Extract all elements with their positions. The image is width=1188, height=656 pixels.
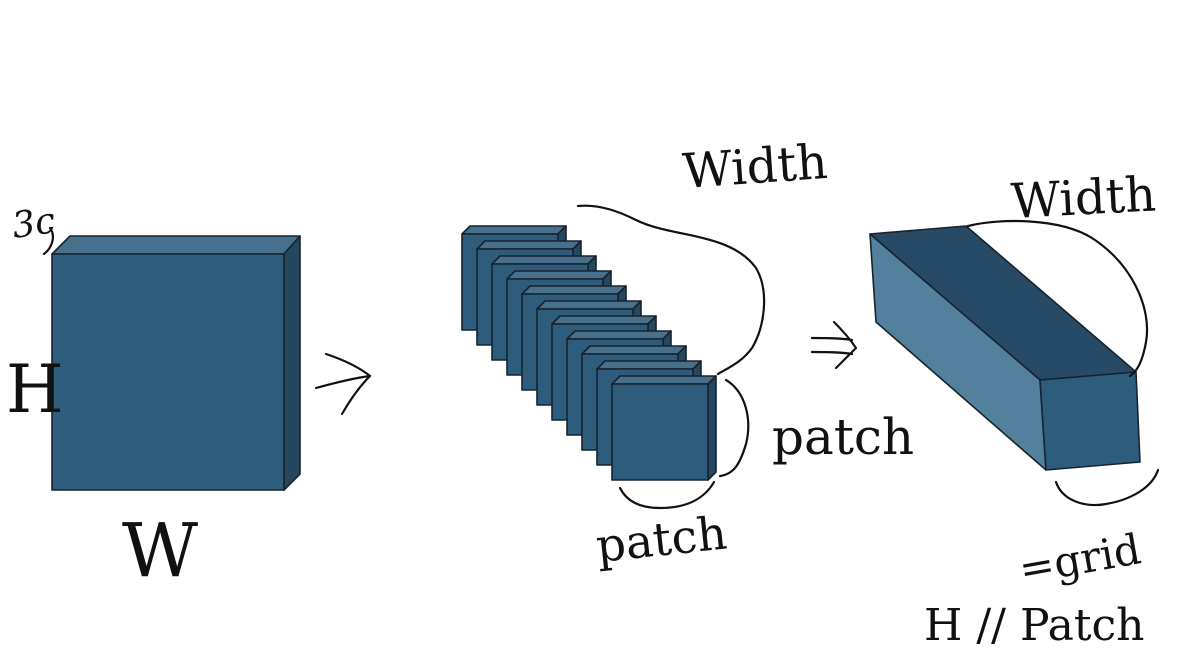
patch-cube-top — [506, 270, 612, 280]
bar-end-face — [1039, 371, 1141, 471]
width-label-right: Width — [1010, 166, 1158, 230]
width-brace-right — [966, 219, 1149, 378]
width-label-middle: Width — [681, 134, 829, 200]
right-arrow-icon — [810, 320, 858, 370]
flattened-patch-bar — [869, 225, 1141, 471]
patch-cube-top — [611, 375, 717, 385]
channels-label: 3c — [10, 200, 58, 247]
right-arrow-icon — [314, 352, 372, 416]
patch-cube-top — [566, 330, 672, 340]
channels-pointer — [42, 226, 54, 256]
patch-bottom-label: patch — [594, 506, 730, 573]
patch-cube-side — [707, 375, 717, 481]
input-cube-front-face — [51, 253, 285, 491]
grid-brace — [1054, 468, 1160, 507]
patch-cube-top — [551, 315, 657, 325]
patch-cube-top — [491, 255, 597, 265]
patch-side-brace — [718, 378, 750, 478]
patch-cube-top — [521, 285, 627, 295]
patch-cube-top — [596, 360, 702, 370]
grid-label: =grid — [1015, 524, 1144, 594]
patch-cube — [611, 375, 717, 481]
width-brace — [576, 204, 766, 376]
h-patch-label: H // Patch — [924, 600, 1145, 651]
patch-side-label: patch — [772, 408, 914, 466]
patch-stack — [461, 225, 717, 481]
input-image-cube — [51, 235, 301, 491]
patch-cube-top — [581, 345, 687, 355]
patch-cube-front — [611, 383, 709, 481]
width-label: W — [122, 508, 198, 594]
patch-bottom-brace — [618, 480, 716, 510]
input-cube-side-face — [283, 235, 301, 491]
patch-cube-top — [536, 300, 642, 310]
patch-cube-top — [476, 240, 582, 250]
height-label: H — [6, 351, 64, 428]
input-cube-top-face — [51, 235, 301, 255]
patch-cube-top — [461, 225, 567, 235]
